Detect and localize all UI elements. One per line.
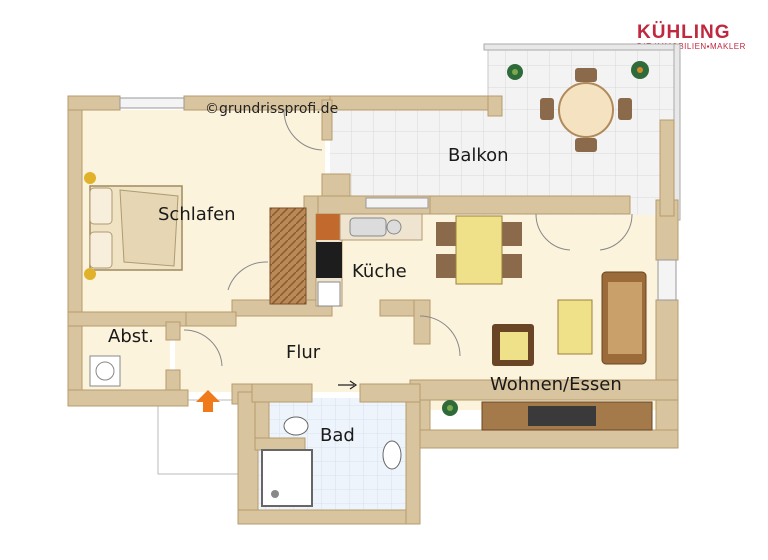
room-label-kueche: Küche xyxy=(352,261,407,282)
copyright-note: ©grundrissprofi.de xyxy=(205,101,338,117)
balcony xyxy=(330,43,681,221)
entry-arrow-icon xyxy=(196,390,220,412)
room-label-schlafen: Schlafen xyxy=(158,204,236,225)
dining-table xyxy=(436,215,522,285)
washing-machine xyxy=(89,355,121,387)
plant-icon xyxy=(507,64,523,80)
logo-tagline: DIE IMMOBILIEN▪MAKLER xyxy=(637,42,746,51)
direction-arrow-icon xyxy=(338,380,358,390)
room-label-abst: Abst. xyxy=(108,326,154,347)
room-label-bad: Bad xyxy=(320,425,355,446)
brand-logo: KÜHLING DIE IMMOBILIEN▪MAKLER xyxy=(637,22,746,51)
balcony-table xyxy=(540,68,632,152)
bathroom-fixtures xyxy=(261,416,402,507)
walls xyxy=(67,95,679,525)
living-furniture xyxy=(481,271,653,431)
plant-icon xyxy=(631,61,649,79)
kitchen-counter xyxy=(315,213,423,307)
room-label-balkon: Balkon xyxy=(448,145,509,166)
plant-icon xyxy=(442,400,458,416)
room-label-flur: Flur xyxy=(286,342,321,363)
doors xyxy=(183,109,633,367)
logo-brand: KÜHLING xyxy=(637,22,731,43)
room-label-wohnen: Wohnen/Essen xyxy=(490,374,622,395)
bed xyxy=(84,172,183,280)
